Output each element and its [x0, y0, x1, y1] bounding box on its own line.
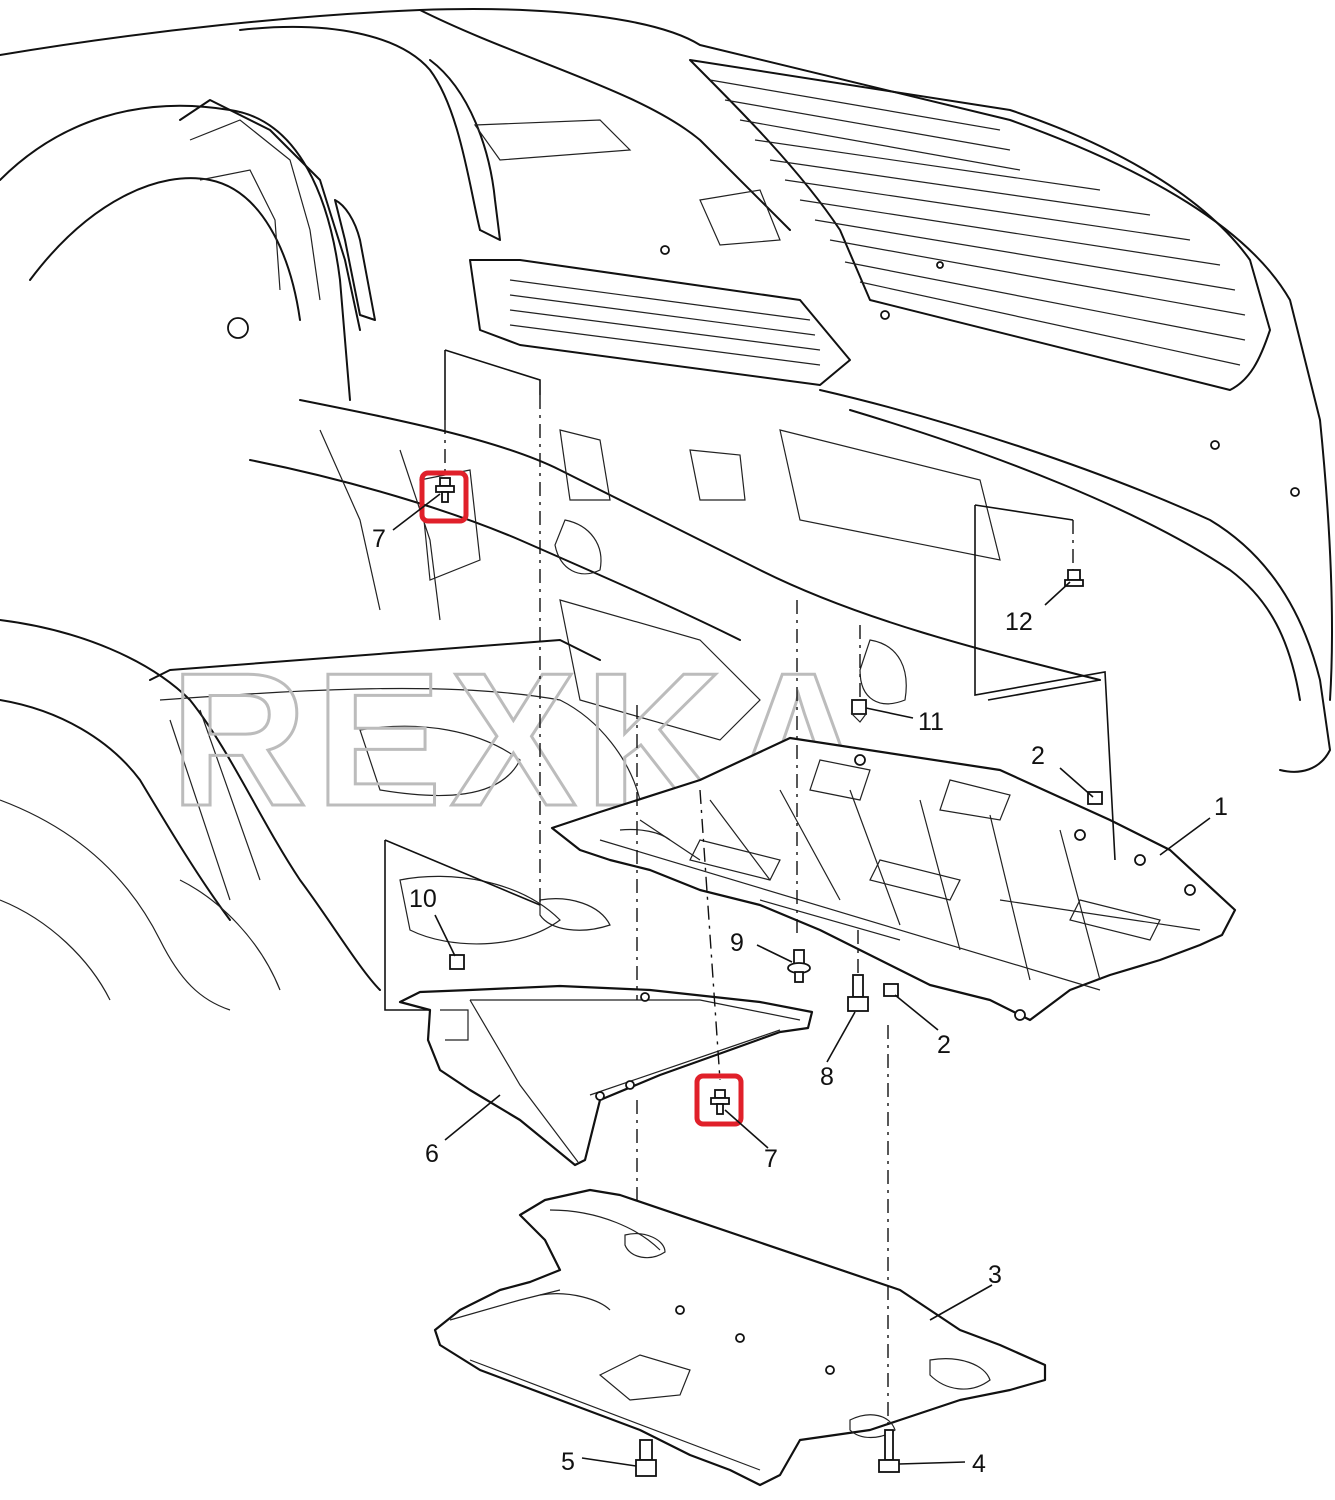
callout-10: 10	[409, 885, 437, 913]
highlight-box-upper	[419, 470, 469, 524]
callout-3: 3	[988, 1261, 1002, 1289]
vehicle-front-body	[0, 8, 1333, 1011]
callout-5: 5	[561, 1448, 575, 1476]
fastener-10-nut	[449, 954, 465, 970]
callout-4: 4	[972, 1450, 986, 1478]
part-3-lower-shield	[433, 1188, 1047, 1487]
callout-12: 12	[1005, 608, 1033, 636]
callout-2-upper: 2	[1031, 742, 1045, 770]
fastener-2-lower-clip	[883, 983, 899, 997]
fasteners	[435, 477, 1103, 1477]
fastener-7-upper	[435, 477, 455, 503]
callout-11: 11	[918, 708, 944, 736]
callout-7-lower: 7	[764, 1145, 778, 1173]
fastener-5-bolt	[635, 1439, 657, 1477]
fastener-8-bolt	[847, 974, 869, 1012]
callout-2-lower: 2	[937, 1031, 951, 1059]
callout-6: 6	[425, 1140, 439, 1168]
callout-1: 1	[1214, 793, 1228, 821]
fastener-9-push-pin	[787, 949, 811, 983]
callout-8: 8	[820, 1063, 834, 1091]
reference-brackets	[384, 349, 1116, 1011]
leader-lines	[392, 493, 1211, 1467]
callout-labels: 1 2 2 3 4 5 6 7 7 8 9 10 11 12	[372, 525, 1228, 1478]
fastener-12	[1064, 569, 1084, 587]
fastener-11-clip	[850, 699, 868, 723]
fastener-4-bolt	[878, 1429, 900, 1473]
part-6-air-deflector	[398, 984, 814, 1167]
highlight-box-lower	[694, 1073, 744, 1127]
callout-9: 9	[730, 929, 744, 957]
part-1-underbody-shield	[550, 736, 1237, 1022]
callout-7-upper: 7	[372, 525, 386, 553]
fastener-7-lower	[710, 1089, 730, 1115]
assembly-lines	[444, 395, 1074, 1440]
